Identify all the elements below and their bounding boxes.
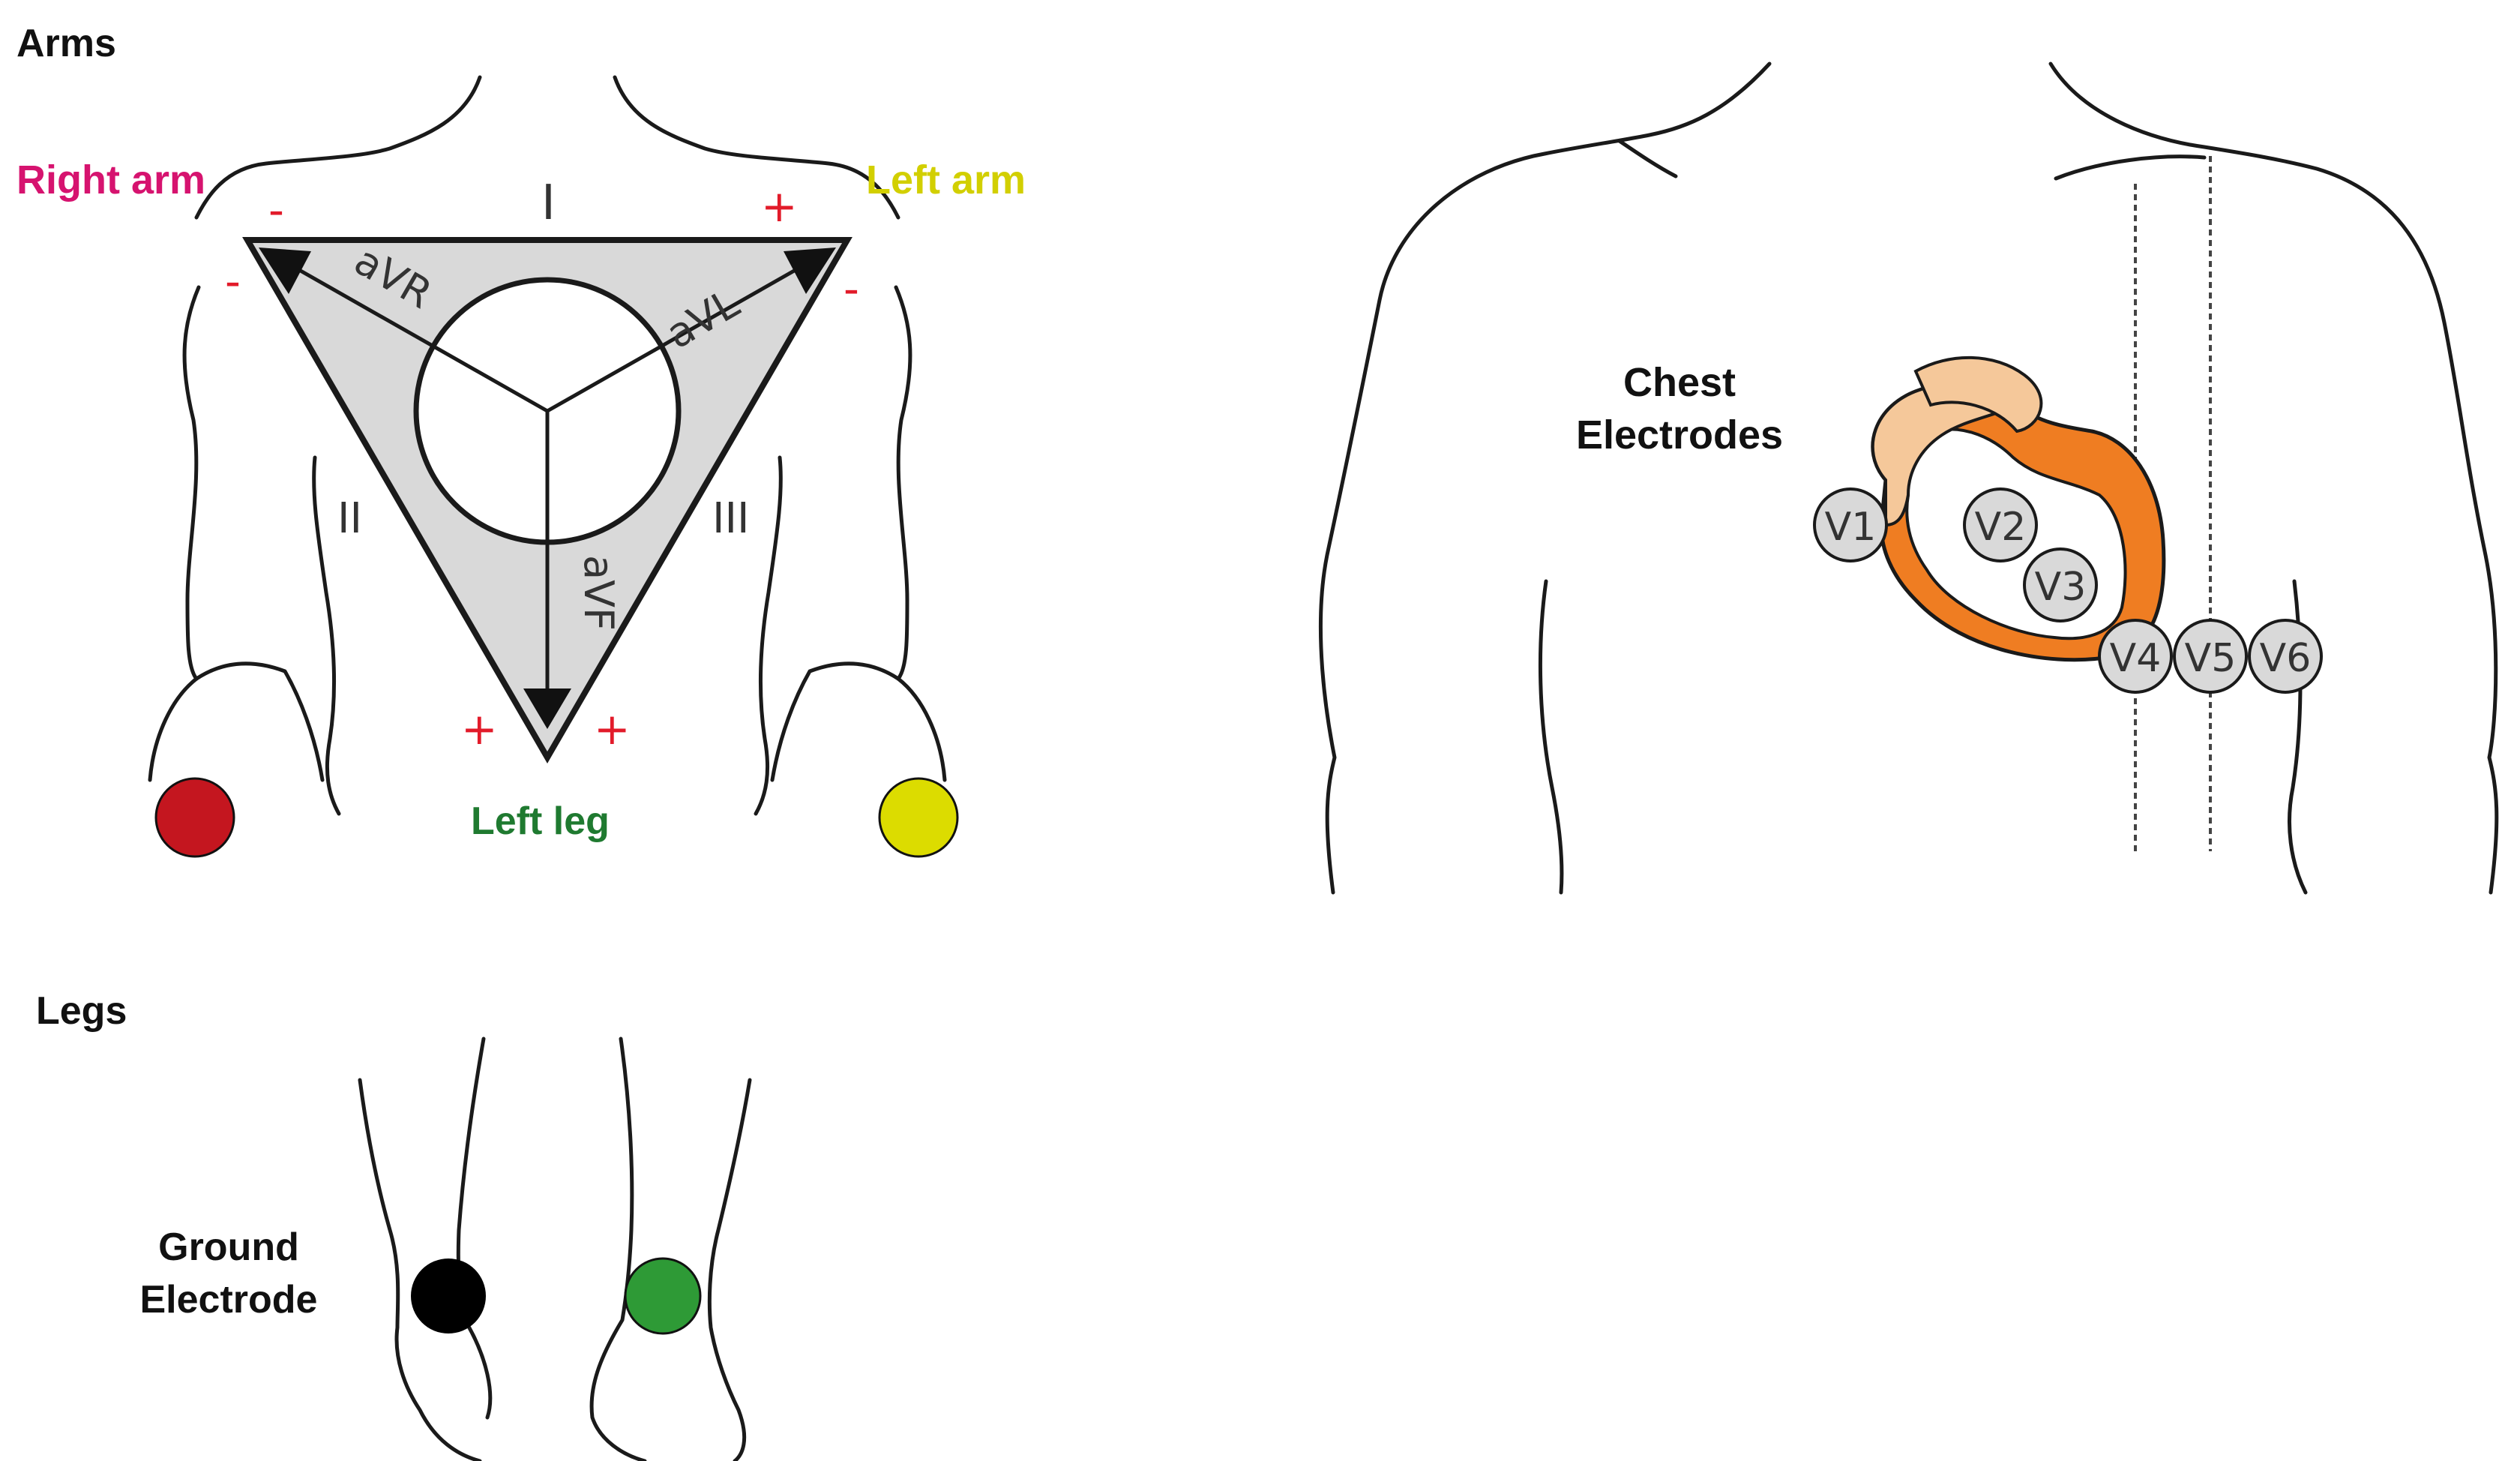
electrode-V5: V5 [2173,619,2248,694]
left-arm-label: Left arm [866,158,1026,202]
torso-outline [148,75,947,816]
minus-sign: - [843,263,859,314]
arms-figure: Arms I II III aVR aVL [16,22,1026,858]
electrode-V5-label: V5 [2185,636,2237,681]
electrode-V1-label: V1 [1825,505,1877,550]
electrode-V6: V6 [2248,619,2323,694]
chest-label-line2: Electrodes [1576,412,1783,458]
legs-outline [358,1036,752,1461]
aVL-vector [546,262,808,413]
plus-sign: + [461,704,498,754]
right-arm-label: Right arm [16,158,205,202]
ground-electrode [411,1258,486,1334]
electrode-V3: V3 [2023,548,2098,622]
left-leg-electrode [624,1257,702,1335]
right-arm-electrode [154,777,235,858]
electrode-V2-label: V2 [1975,505,2027,550]
chest-label-line1: Chest [1623,360,1736,405]
minus-sign: - [225,256,241,307]
electrode-V4: V4 [2098,619,2173,694]
electrode-V6-label: V6 [2260,636,2312,681]
electrode-V4-label: V4 [2110,636,2162,681]
lead-II-label: II [337,494,362,543]
left-leg-label: Left leg [471,800,610,843]
aVR-vector [287,262,549,413]
ground-label-line1: Ground [158,1226,299,1269]
legs-heading: Legs [36,989,127,1033]
lead-I-label: I [541,176,556,231]
chest-figure: Chest Electrodes V1 V2 V3 V4 V5 V6 [1318,62,2499,895]
minus-sign: - [268,184,284,236]
aVF-label: aVF [575,555,622,631]
legs-figure: Legs Ground Electrode [36,989,752,1461]
lead-III-label: III [712,494,750,543]
aVL-arrowhead [784,248,836,294]
electrode-V2: V2 [1963,488,2038,562]
aVR-arrowhead [259,248,311,294]
electrode-V3-label: V3 [2035,565,2087,610]
arms-heading: Arms [16,22,116,65]
electrode-V1: V1 [1813,488,1888,562]
chest-outline [1318,62,2499,895]
plus-sign: + [594,704,631,754]
left-arm-electrode [878,777,959,858]
aVF-arrowhead [523,688,571,729]
plus-sign: + [761,181,798,232]
ground-label-line2: Electrode [140,1278,318,1322]
